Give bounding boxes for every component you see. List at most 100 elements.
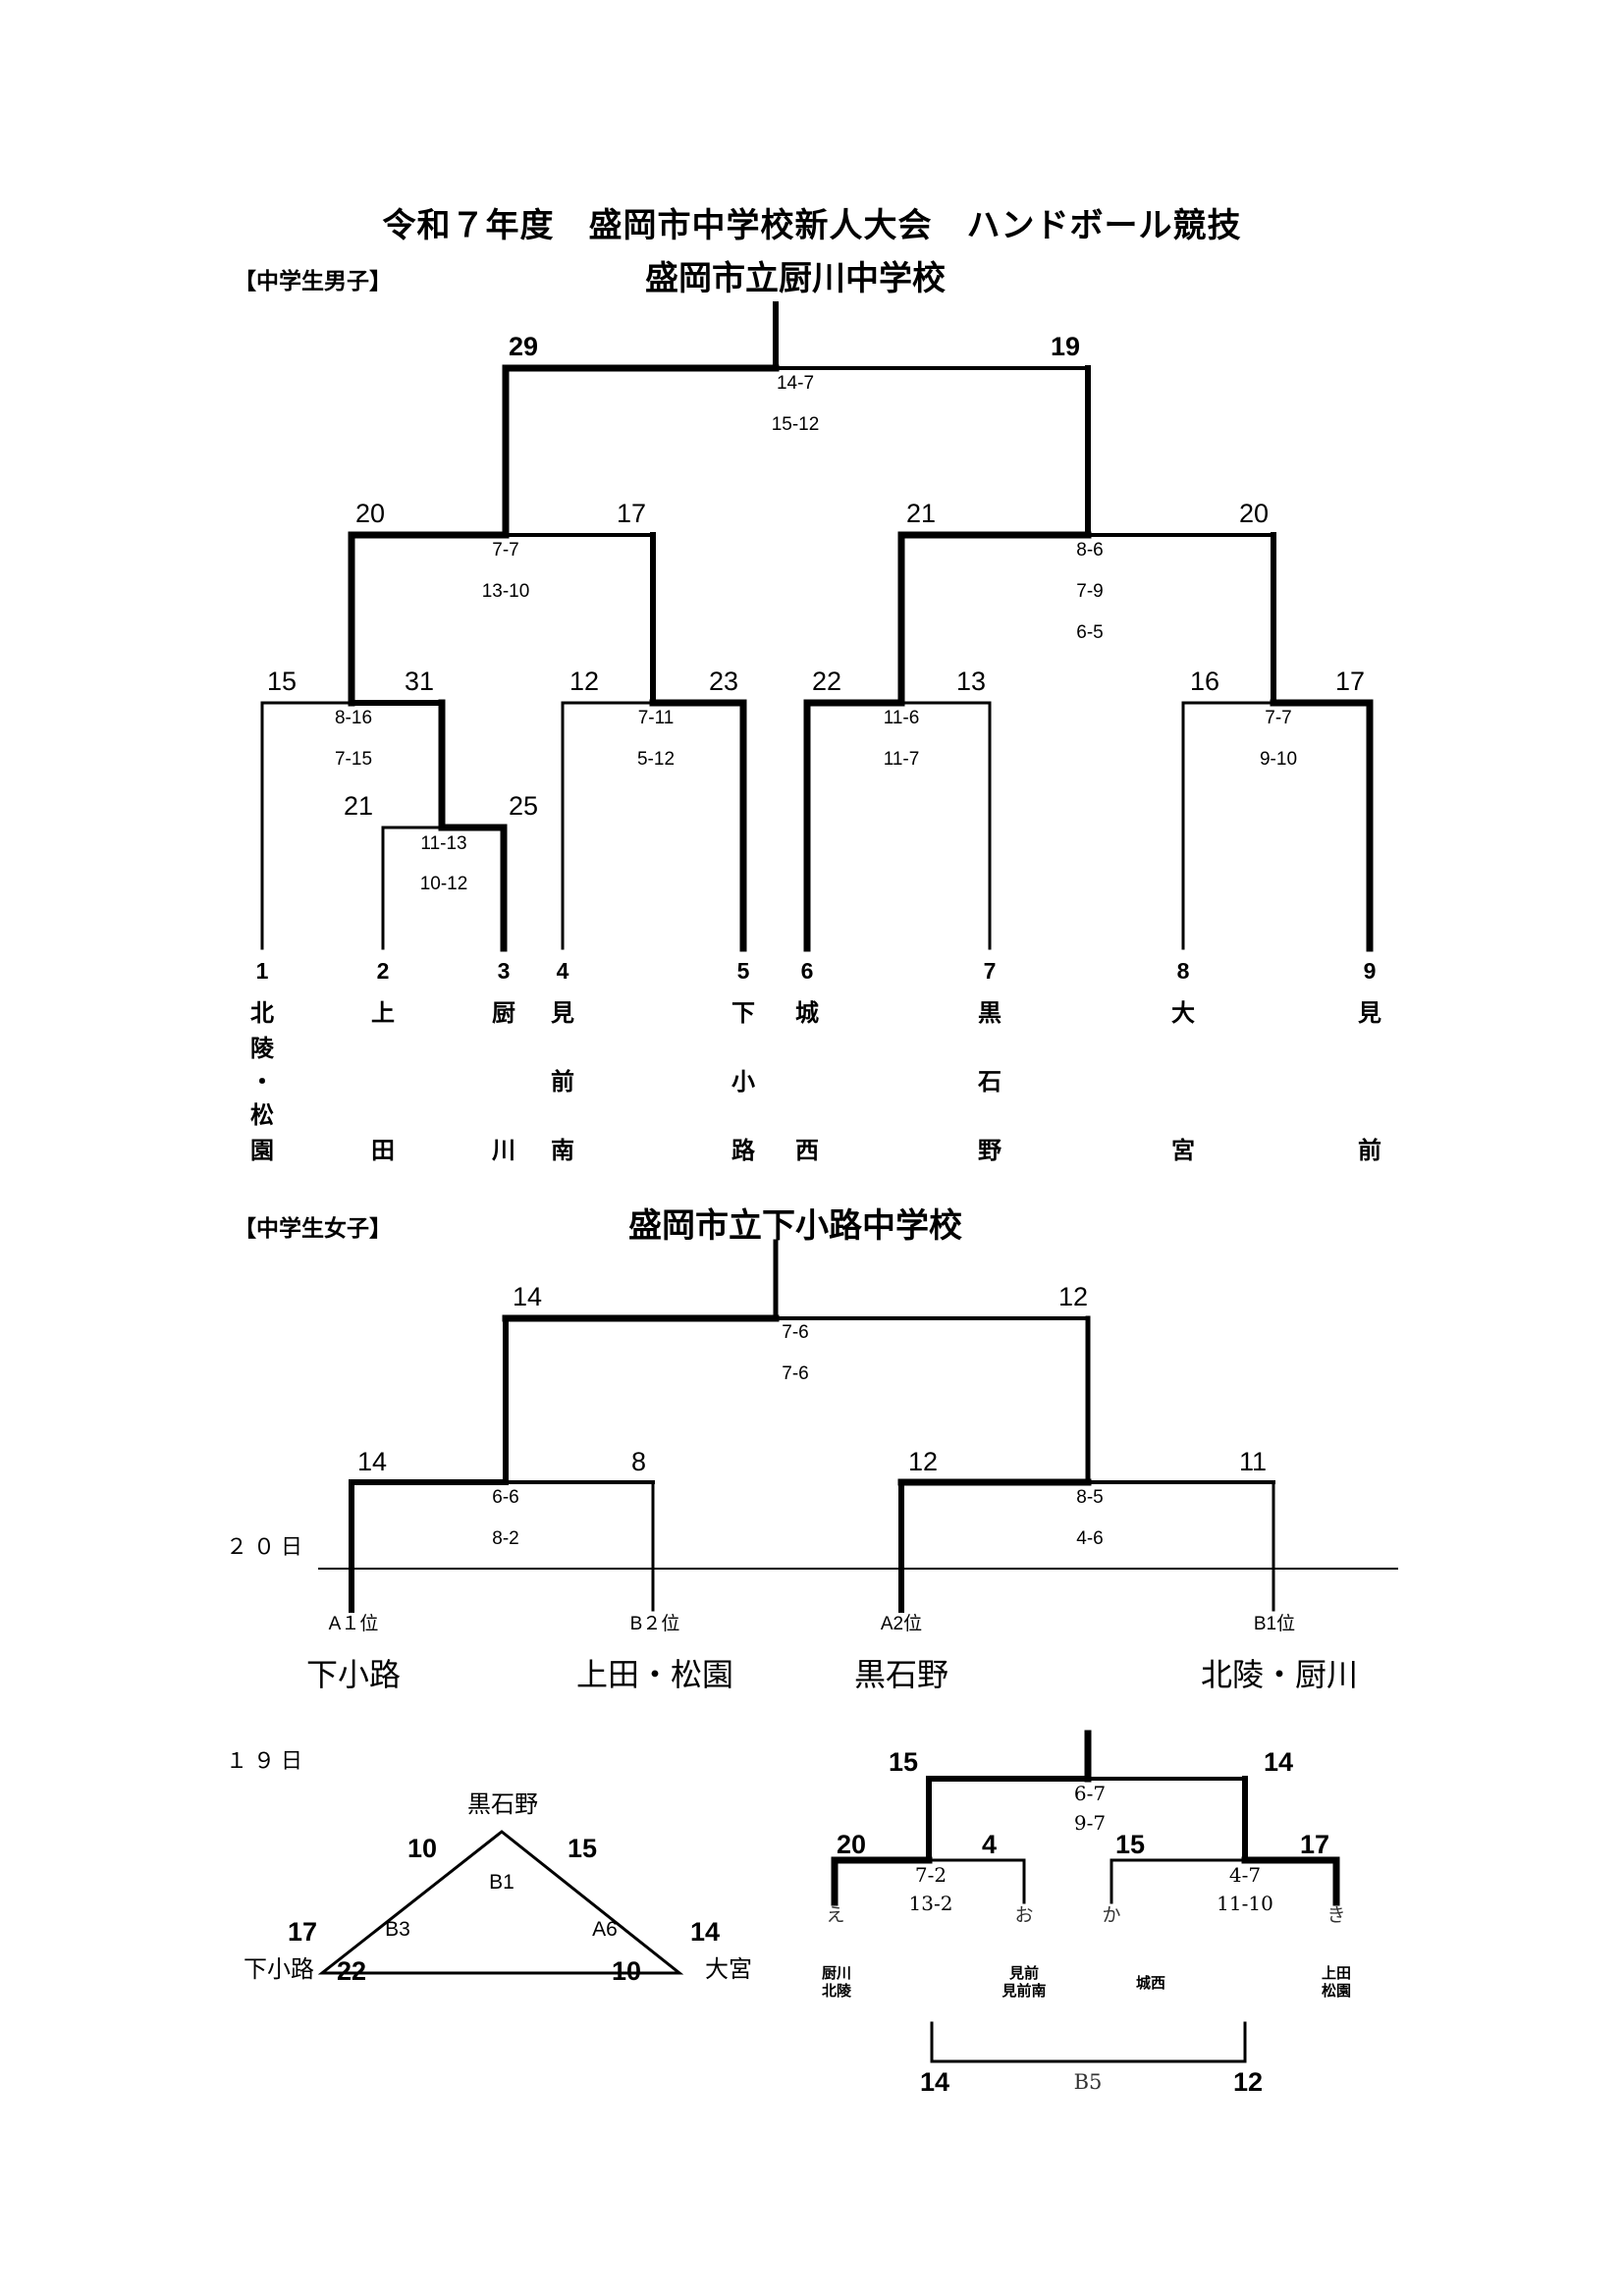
boys-team-name-char: 園 [250, 1137, 274, 1164]
mini-final-half2: 9-7 [1073, 1811, 1107, 1835]
boys-r1-half2: 10-12 [419, 874, 468, 894]
boys-team-name-char: 宮 [1171, 1137, 1195, 1164]
boys-team-name-char: 石 [978, 1068, 1001, 1095]
boys-qf4-right-score: 17 [1335, 667, 1366, 696]
league-triangle [317, 1830, 684, 1975]
boys-team-seed: 2 [376, 958, 390, 984]
girls-slot-rank: B1位 [1253, 1614, 1296, 1634]
boys-team-name-char: 前 [1358, 1137, 1381, 1164]
boys-team-name-char: 野 [978, 1137, 1001, 1164]
boys-team-name-char: 路 [731, 1137, 755, 1164]
page-title: 令和７年度 盛岡市中学校新人大会 ハンドボール競技 [382, 206, 1242, 245]
boys-team-seed: 1 [255, 958, 269, 984]
boys-qf3-half1: 11-6 [883, 708, 920, 728]
girls-semi-left-left-score: 14 [357, 1447, 388, 1476]
mini-right-half1: 4-7 [1228, 1863, 1262, 1887]
mini-final-left-score: 15 [889, 1747, 919, 1777]
boys-r1-left-score: 21 [344, 791, 374, 821]
girls-semi-left-right-score: 8 [631, 1447, 647, 1476]
boys-team-seed: 4 [556, 958, 569, 984]
league-match-label: B3 [385, 1918, 410, 1941]
boys-semi-left-right-score: 17 [617, 499, 647, 528]
mini-left-half2: 13-2 [908, 1892, 953, 1915]
boys-qf1-right-score: 31 [405, 667, 435, 696]
boys-team-name-char: 大 [1171, 999, 1195, 1027]
girls-semi-left-half2: 8-2 [492, 1528, 519, 1549]
girls-final-left-score: 14 [513, 1282, 543, 1311]
boys-team-seed: 7 [983, 958, 997, 984]
boys-team-name-char: 見 [551, 999, 574, 1027]
boys-team-seed: 9 [1363, 958, 1377, 984]
mini-team-line: 見前 [1008, 1964, 1040, 1982]
mini-left-left-score: 20 [837, 1830, 867, 1859]
boys-team-name-char: 南 [551, 1137, 574, 1164]
mini-left-right-score: 4 [982, 1830, 998, 1859]
boys-qf1-left-score: 15 [267, 667, 298, 696]
league-match-label: A6 [592, 1918, 618, 1941]
day20-label: ２０日 [226, 1535, 309, 1560]
boys-semi-right-half1: 8-6 [1076, 540, 1104, 561]
girls-semi-right-right-score: 11 [1239, 1447, 1268, 1476]
boys-team-name-char: 下 [731, 999, 755, 1027]
mini-right-left-score: 15 [1115, 1830, 1146, 1859]
league-right-team: 大宮 [705, 1955, 752, 1983]
boys-final-right-score: 19 [1051, 332, 1081, 361]
boys-team-name-char: 北 [250, 999, 274, 1027]
girls-champion: 盛岡市立下小路中学校 [628, 1206, 962, 1246]
mini-right-right-score: 17 [1300, 1830, 1330, 1859]
league-score: 14 [690, 1917, 721, 1947]
girls-section-label: 【中学生女子】 [234, 1216, 392, 1242]
boys-team-name-char: 川 [492, 1137, 515, 1164]
boys-semi-right-half3: 6-5 [1076, 622, 1104, 643]
girls-slot-rank: B２位 [629, 1614, 680, 1634]
boys-qf4-half2: 9-10 [1259, 749, 1298, 770]
league-score: 10 [407, 1834, 438, 1863]
boys-team-name-char: 上 [371, 999, 395, 1027]
mini-left-half1: 7-2 [914, 1863, 947, 1887]
boys-team-name-char: 城 [795, 999, 819, 1027]
league-top-team: 黒石野 [467, 1790, 538, 1818]
day19-label: １９日 [226, 1749, 309, 1774]
league-score: 15 [568, 1834, 598, 1863]
mini-team: 城西 [1136, 1974, 1165, 1992]
boys-qf4-left-score: 16 [1190, 667, 1220, 696]
boys-qf1-half1: 8-16 [334, 708, 373, 728]
boys-team-name-char: 西 [795, 1137, 819, 1164]
boys-semi-right-right-score: 20 [1239, 499, 1270, 528]
girls-semi-left-half1: 6-6 [492, 1487, 519, 1508]
boys-qf2-right-score: 23 [709, 667, 739, 696]
boys-qf4-half1: 7-7 [1265, 708, 1292, 728]
boys-semi-left-half1: 7-7 [492, 540, 519, 561]
boys-champion: 盛岡市立厨川中学校 [645, 259, 946, 298]
boys-team-name-char: 田 [371, 1137, 395, 1164]
boys-team-name-char: 前 [551, 1068, 574, 1095]
girls-final-right-score: 12 [1058, 1282, 1089, 1311]
mini-slot: お [1014, 1904, 1034, 1926]
mini-team: 上田 松園 [1322, 1964, 1351, 2000]
placement-label: B5 [1073, 2070, 1103, 2094]
mini-team-line: 城西 [1135, 1974, 1166, 1992]
girls-semi-right-half2: 4-6 [1076, 1528, 1104, 1549]
mini-slot: か [1102, 1904, 1121, 1926]
mini-slot: え [826, 1904, 845, 1926]
boys-qf3-half2: 11-7 [883, 749, 920, 770]
boys-qf3-right-score: 13 [956, 667, 987, 696]
boys-semi-left-half2: 13-10 [481, 581, 530, 602]
mini-slot: き [1326, 1904, 1346, 1926]
boys-team-name-char: 厨 [492, 999, 515, 1027]
mini-team-line: 上田 [1321, 1964, 1352, 1982]
girls-slot-rank: A2位 [880, 1614, 923, 1634]
league-score: 10 [612, 1956, 642, 1986]
boys-team-seed: 3 [497, 958, 511, 984]
boys-team-seed: 6 [800, 958, 814, 984]
mini-team-line: 北陵 [821, 1982, 852, 2000]
boys-semi-right-left-score: 21 [906, 499, 937, 528]
mini-team-line: 見前南 [1001, 1982, 1047, 2000]
league-score: 22 [337, 1956, 367, 1986]
girls-semi-right-left-score: 12 [908, 1447, 939, 1476]
boys-team-name-char: 松 [250, 1101, 274, 1129]
mini-team-line: 松園 [1321, 1982, 1352, 2000]
placement-left-score: 14 [920, 2067, 950, 2097]
boys-team-name-char: 陵 [250, 1035, 274, 1062]
boys-qf3-left-score: 22 [812, 667, 842, 696]
